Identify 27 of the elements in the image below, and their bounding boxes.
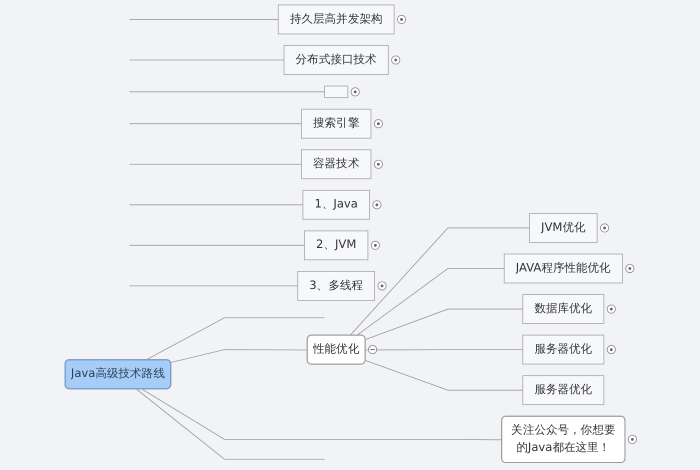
node-box: 服务器优化 (522, 334, 604, 364)
connector (365, 349, 524, 350)
node-box: 3、多线程 (297, 271, 376, 301)
node-box: 服务器优化 (522, 375, 604, 406)
connector (136, 388, 325, 460)
node-box: 持久层高并发架构 (278, 4, 394, 34)
node-box: 数据库优化 (522, 294, 604, 324)
connector (129, 91, 325, 92)
connector (170, 349, 308, 363)
node-box: 容器技术 (301, 149, 372, 180)
connector (129, 164, 302, 165)
connector (129, 244, 305, 246)
connector (365, 308, 524, 340)
connector (349, 228, 530, 336)
connector (129, 204, 304, 206)
connector (145, 317, 325, 361)
connector (129, 123, 302, 124)
node-box: 分布式接口技术 (284, 45, 389, 75)
node-box: 搜索引擎 (301, 108, 372, 139)
connector (142, 388, 502, 440)
node-box: 1、Java (302, 190, 370, 220)
connector (129, 19, 279, 20)
node-box: 2、JVM (304, 230, 368, 260)
connector (365, 360, 524, 391)
node-box (324, 86, 348, 98)
connector (129, 285, 298, 286)
connector (356, 268, 505, 336)
